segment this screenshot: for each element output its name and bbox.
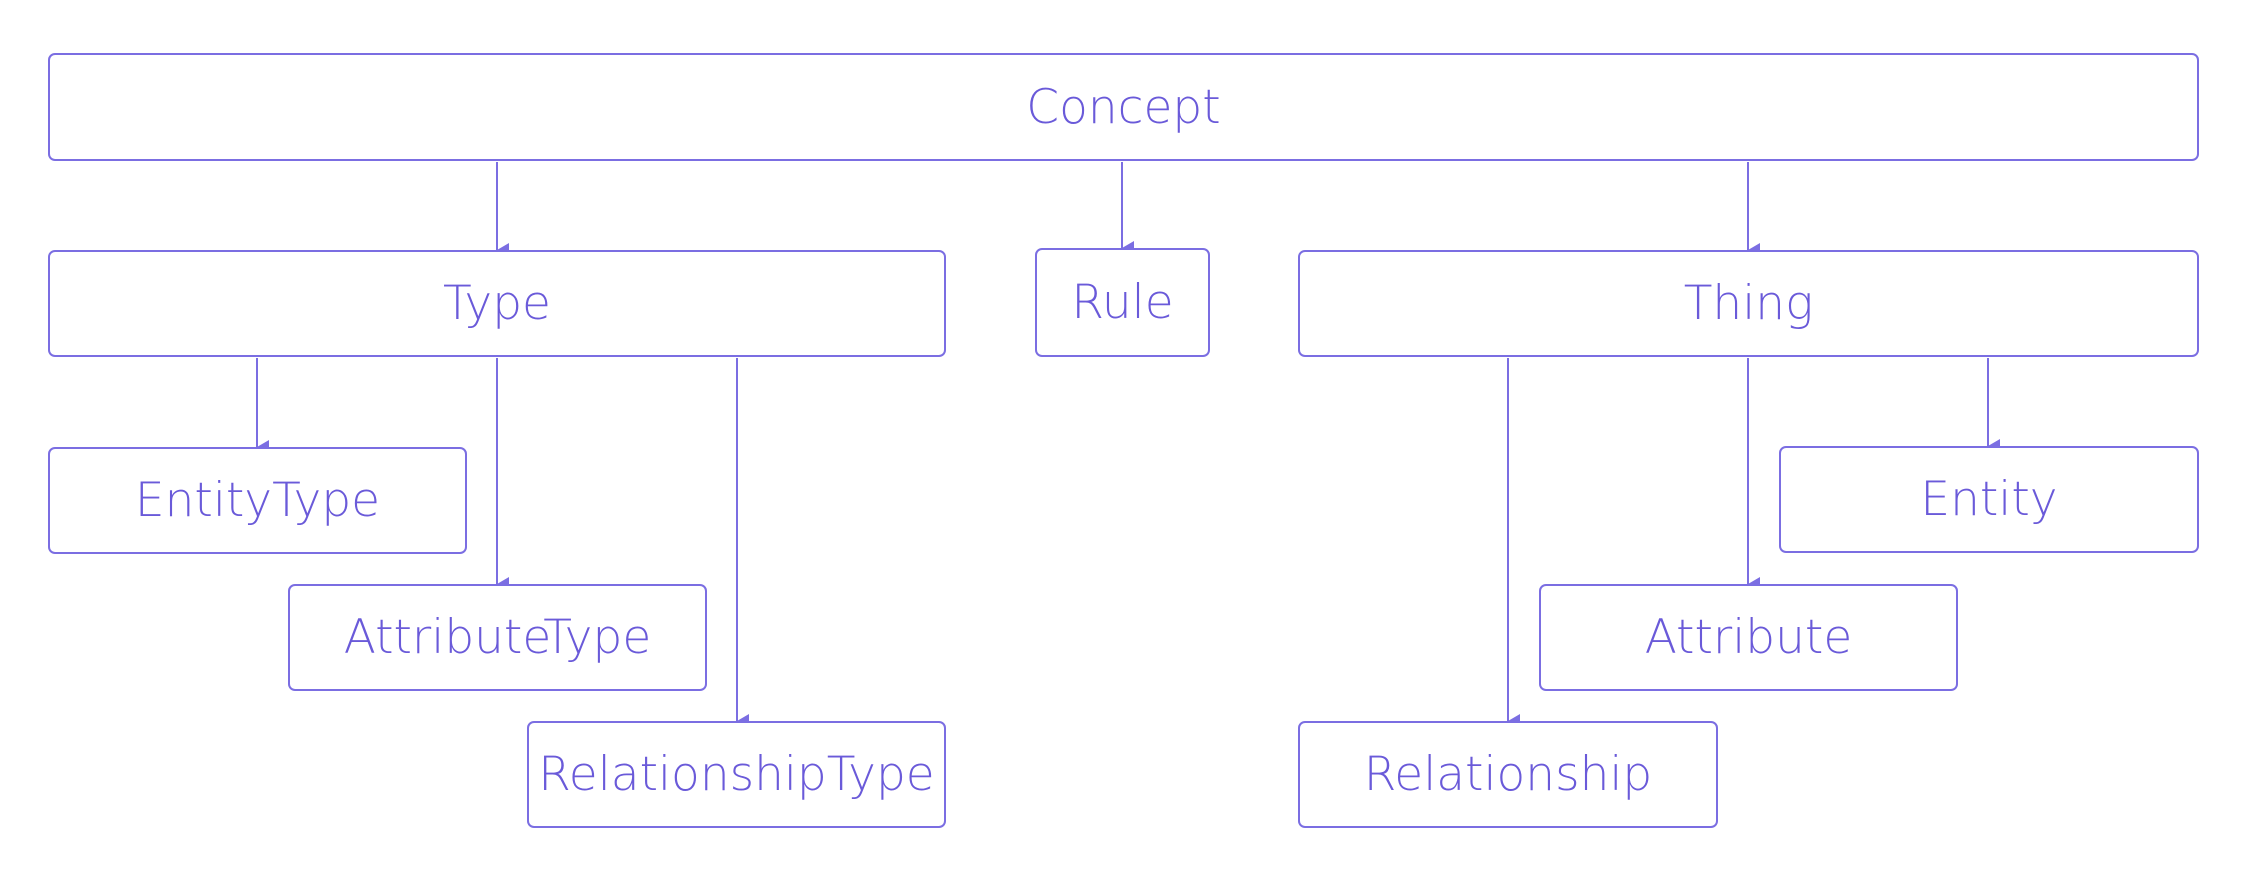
node-relationship-type: RelationshipType bbox=[527, 721, 946, 828]
node-thing-label: Thing bbox=[1683, 276, 1814, 331]
node-attribute: Attribute bbox=[1539, 584, 1958, 691]
node-rule-label: Rule bbox=[1071, 275, 1174, 330]
node-type: Type bbox=[48, 250, 946, 357]
node-relationship: Relationship bbox=[1298, 721, 1718, 828]
node-relationship-label: Relationship bbox=[1363, 747, 1653, 802]
node-relationship-type-label: RelationshipType bbox=[538, 747, 935, 802]
node-entity-label: Entity bbox=[1920, 472, 2058, 527]
node-entity-type-label: EntityType bbox=[134, 473, 381, 528]
node-thing: Thing bbox=[1298, 250, 2199, 357]
node-concept: Concept bbox=[48, 53, 2199, 161]
node-entity-type: EntityType bbox=[48, 447, 467, 554]
node-type-label: Type bbox=[443, 276, 551, 331]
node-attribute-type-label: AttributeType bbox=[343, 610, 652, 665]
node-attribute-label: Attribute bbox=[1644, 610, 1853, 665]
node-attribute-type: AttributeType bbox=[288, 584, 707, 691]
node-concept-label: Concept bbox=[1026, 79, 1221, 135]
node-rule: Rule bbox=[1035, 248, 1210, 357]
node-entity: Entity bbox=[1779, 446, 2199, 553]
